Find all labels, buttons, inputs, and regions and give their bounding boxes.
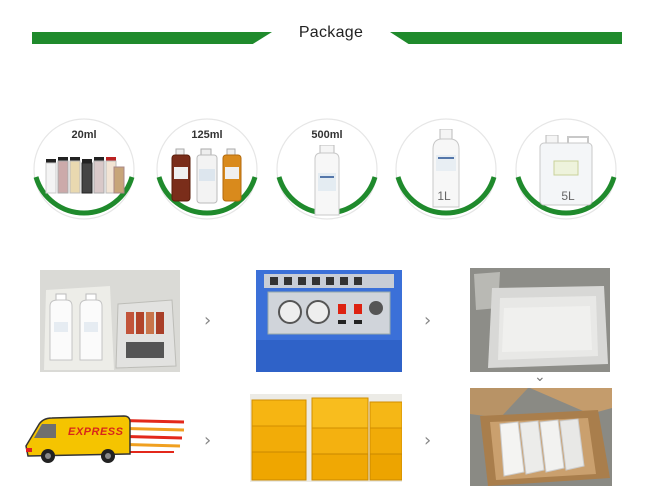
photo-sealing-machine	[256, 270, 402, 372]
medium-bottles-icon	[171, 148, 242, 204]
circle-ring-icon	[156, 118, 258, 220]
express-van-icon	[25, 415, 185, 463]
size-option-125ml: 125ml	[153, 115, 261, 223]
small-vials-icon	[45, 157, 125, 194]
step-down-arrow-icon: ⌄	[534, 369, 546, 385]
jerrycan-5l-icon	[539, 135, 593, 206]
carton-with-bags-illustration	[470, 388, 612, 486]
yellow-cartons-illustration	[250, 394, 402, 482]
photo-yellow-cartons	[250, 394, 402, 482]
express-van-text: EXPRESS	[68, 426, 124, 438]
size-option-5l: 5L	[512, 115, 620, 223]
size-label: 500ml	[311, 129, 343, 141]
size-option-1l: 1L	[392, 115, 500, 223]
header-decor-bar-left	[32, 32, 272, 44]
page-title: Package	[298, 24, 364, 41]
step-arrow-icon: ›	[424, 310, 432, 331]
express-van-image: EXPRESS	[24, 408, 186, 468]
step-arrow-icon: ›	[204, 310, 212, 331]
size-option-20ml: 20ml	[30, 115, 138, 223]
sealing-machine-illustration	[256, 270, 402, 372]
size-option-500ml: 500ml	[273, 115, 381, 223]
circle-ring-icon	[395, 118, 497, 220]
size-label: 125ml	[191, 129, 223, 141]
photo-carton-with-bags	[470, 388, 612, 486]
size-label: 1L	[437, 189, 451, 203]
header-decor-bar-right	[390, 32, 622, 44]
size-label: 5L	[561, 189, 575, 203]
photo-bottles-in-bag	[40, 270, 180, 372]
foil-bag-illustration	[470, 268, 610, 372]
bottles-bag-illustration	[40, 270, 180, 372]
bottle-1l-icon	[432, 129, 460, 208]
step-arrow-icon: ›	[204, 430, 212, 451]
size-label: 20ml	[71, 129, 97, 141]
photo-foil-bag	[470, 268, 610, 372]
step-arrow-icon: ›	[424, 430, 432, 451]
circle-ring-icon	[515, 118, 617, 220]
bottle-500ml-icon	[314, 145, 340, 216]
